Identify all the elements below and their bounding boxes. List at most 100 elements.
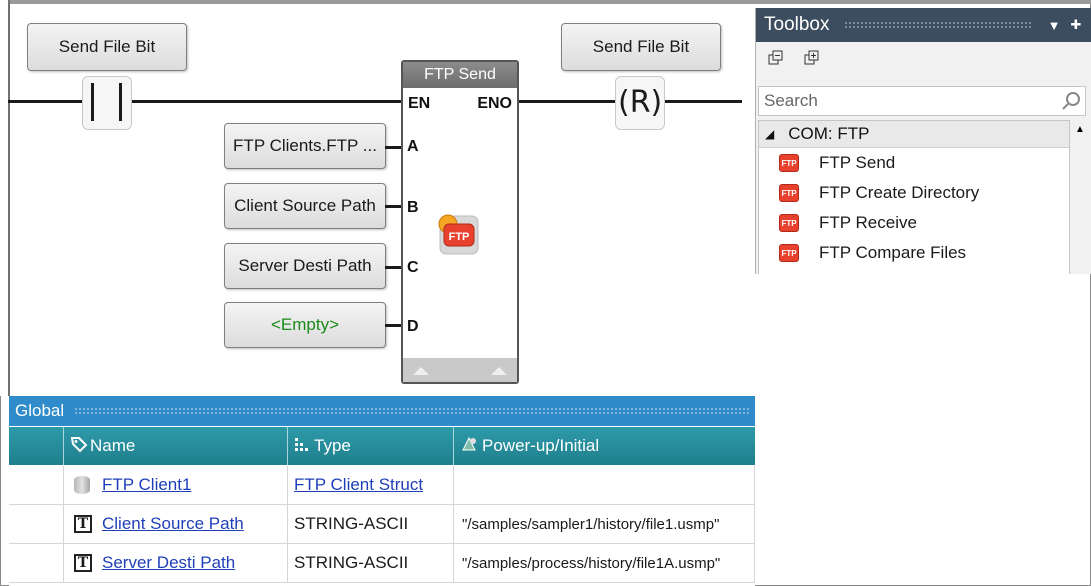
text-type-icon: T	[74, 554, 92, 572]
reset-coil[interactable]: (R)	[615, 76, 665, 130]
coil-symbol: (R)	[618, 85, 663, 120]
left-power-rail	[0, 0, 10, 396]
column-label: Power-up/Initial	[482, 436, 600, 455]
toolbox-header: Toolbox ▼ ✚	[756, 8, 1091, 42]
wire-b	[385, 205, 401, 208]
pin-icon[interactable]: ✚	[1070, 17, 1082, 32]
toolbox-panel: Toolbox ▼ ✚ Search ◢ COM: FTP FTP FTP Se…	[755, 8, 1091, 274]
column-name[interactable]: Name	[64, 427, 288, 465]
tag-icon	[70, 435, 88, 458]
input-d-label[interactable]: <Empty>	[224, 302, 386, 348]
variable-name-link[interactable]: FTP Client1	[102, 475, 192, 494]
ftp-send-block[interactable]: FTP Send EN ENO A B C D FTP	[401, 60, 519, 384]
input-c-label[interactable]: Server Desti Path	[224, 243, 386, 289]
name-cell[interactable]: T Server Desti Path	[64, 544, 288, 582]
toolbox-item-ftp-create-directory[interactable]: FTP FTP Create Directory	[759, 178, 1069, 208]
variable-name-link[interactable]: Server Desti Path	[102, 553, 236, 572]
name-cell[interactable]: FTP Client1	[64, 466, 288, 504]
ftp-icon-label: FTP	[449, 231, 470, 243]
toolbox-drag-grip[interactable]	[843, 21, 1033, 29]
table-row[interactable]: T Server Desti Path STRING-ASCII "/sampl…	[9, 544, 755, 583]
initial-value-cell[interactable]: "/samples/process/history/file1A.usmp"	[454, 544, 755, 582]
block-title: FTP Send	[403, 62, 517, 88]
type-cell[interactable]: STRING-ASCII	[288, 544, 454, 582]
row-selector[interactable]	[9, 466, 64, 504]
input-b-label[interactable]: Client Source Path	[224, 183, 386, 229]
toolbox-item-ftp-send[interactable]: FTP FTP Send	[759, 148, 1069, 178]
name-cell[interactable]: T Client Source Path	[64, 505, 288, 543]
block-expander[interactable]	[403, 358, 517, 382]
expand-arrow-icon[interactable]: ◢	[765, 127, 775, 141]
pin-a: A	[407, 138, 419, 155]
toolbox-item-ftp-compare-files[interactable]: FTP FTP Compare Files	[759, 238, 1069, 268]
contact-label[interactable]: Send File Bit	[27, 23, 187, 71]
contact-bar-left	[91, 83, 94, 121]
rung-wire-left	[8, 100, 92, 103]
initial-value-icon	[460, 435, 478, 458]
search-icon[interactable]	[1061, 91, 1081, 116]
ftp-icon: FTP	[436, 212, 480, 256]
wire-c	[385, 266, 401, 269]
pin-d: D	[407, 318, 419, 335]
category-label: COM: FTP	[788, 124, 870, 143]
contact-bar-right	[119, 83, 122, 121]
toolbox-list: ◢ COM: FTP FTP FTP Send FTP FTP Create D…	[758, 120, 1070, 274]
ftp-icon: FTP	[779, 244, 799, 262]
collapse-all-icon[interactable]	[768, 50, 783, 65]
wire-d	[385, 324, 401, 327]
global-title: Global	[15, 401, 65, 420]
rung-wire-end	[662, 100, 742, 103]
toolbox-item-ftp-receive[interactable]: FTP FTP Receive	[759, 208, 1069, 238]
pin-eno: ENO	[477, 95, 512, 112]
dropdown-arrow-icon[interactable]: ▼	[1047, 17, 1061, 33]
table-row[interactable]: FTP Client1 FTP Client Struct	[9, 466, 755, 505]
global-header: Global	[9, 396, 755, 426]
initial-value-cell[interactable]	[454, 466, 755, 504]
pin-c: C	[407, 259, 419, 276]
toolbox-scrollbar[interactable]: ▲	[1070, 120, 1089, 274]
ftp-icon: FTP	[779, 214, 799, 232]
toolbox-title: Toolbox	[764, 14, 830, 35]
pin-en: EN	[408, 95, 431, 112]
wire-a	[385, 146, 401, 149]
table-row[interactable]: T Client Source Path STRING-ASCII "/samp…	[9, 505, 755, 544]
row-selector[interactable]	[9, 505, 64, 543]
variable-name-link[interactable]: Client Source Path	[102, 514, 244, 533]
global-drag-grip[interactable]	[74, 407, 751, 415]
toolbox-item-label: FTP Compare Files	[819, 243, 967, 262]
input-a-label[interactable]: FTP Clients.FTP ...	[224, 123, 386, 169]
expand-left-icon[interactable]	[413, 367, 429, 375]
initial-value-cell[interactable]: "/samples/sampler1/history/file1.usmp"	[454, 505, 755, 543]
row-selector[interactable]	[9, 544, 64, 582]
text-type-icon: T	[74, 515, 92, 533]
toolbox-item-label: FTP Create Directory	[819, 183, 980, 202]
expand-all-icon[interactable]	[804, 50, 819, 65]
search-placeholder: Search	[764, 91, 818, 110]
category-com-ftp[interactable]: ◢ COM: FTP	[759, 121, 1069, 148]
type-cell[interactable]: FTP Client Struct	[288, 466, 454, 504]
toolbox-item-label: FTP Send	[819, 153, 896, 172]
normally-open-contact[interactable]	[82, 76, 132, 130]
ftp-icon: FTP	[779, 184, 799, 202]
column-type[interactable]: Type	[288, 427, 454, 465]
type-icon	[294, 436, 310, 457]
toolbox-toolbar	[756, 42, 1091, 74]
pin-b: B	[407, 199, 419, 216]
column-header-row: Name Type Power-up/Initial	[9, 427, 755, 465]
column-selector[interactable]	[9, 427, 64, 465]
column-label: Name	[90, 436, 136, 455]
expand-right-icon[interactable]	[491, 367, 507, 375]
ftp-icon: FTP	[779, 154, 799, 172]
column-power-up-initial[interactable]: Power-up/Initial	[454, 427, 755, 465]
column-label: Type	[314, 436, 351, 455]
top-border	[0, 0, 1091, 4]
toolbox-item-label: FTP Receive	[819, 213, 917, 232]
type-link[interactable]: FTP Client Struct	[294, 475, 424, 494]
database-icon	[74, 476, 90, 494]
rung-wire-right	[515, 100, 619, 103]
type-cell[interactable]: STRING-ASCII	[288, 505, 454, 543]
scroll-up-arrow-icon[interactable]: ▲	[1075, 124, 1085, 135]
coil-label[interactable]: Send File Bit	[561, 23, 721, 71]
toolbox-search-input[interactable]: Search	[758, 86, 1086, 116]
rung-wire-mid	[126, 100, 402, 103]
